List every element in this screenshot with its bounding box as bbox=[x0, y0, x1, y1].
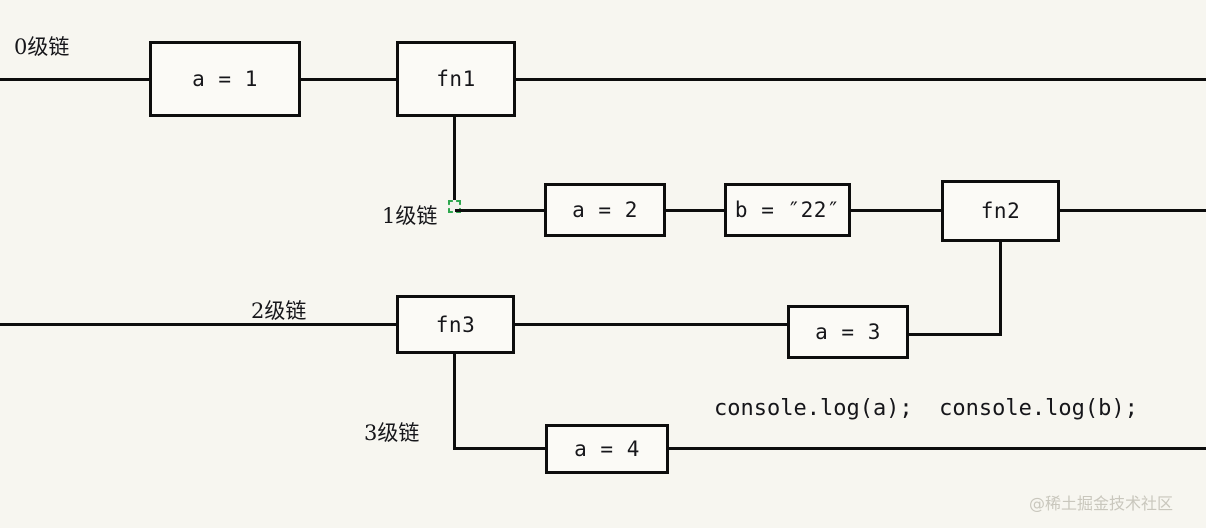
node-fn1[interactable]: fn1 bbox=[396, 41, 516, 117]
wire-fn2-right bbox=[1059, 209, 1206, 212]
annotation-console-logs: console.log(a); console.log(b); bbox=[714, 396, 1138, 421]
node-fn2[interactable]: fn2 bbox=[941, 180, 1060, 242]
wire-level0-left bbox=[0, 78, 150, 81]
node-a3[interactable]: a = 3 bbox=[787, 305, 909, 359]
wire-fn1-drop bbox=[453, 116, 456, 212]
chain-label-level0: 0级链 bbox=[14, 35, 70, 59]
node-a1[interactable]: a = 1 bbox=[149, 41, 301, 117]
wire-fn3-drop bbox=[453, 353, 456, 450]
wire-a1-to-fn1 bbox=[300, 78, 397, 81]
node-a2[interactable]: a = 2 bbox=[544, 183, 666, 237]
node-fn3[interactable]: fn3 bbox=[396, 295, 515, 354]
wire-level2-left bbox=[0, 323, 397, 326]
wire-a2-to-b22 bbox=[665, 209, 725, 212]
node-b22[interactable]: b = ″22″ bbox=[724, 183, 851, 237]
chain-label-level2: 2级链 bbox=[251, 299, 307, 323]
watermark: @稀土掘金技术社区 bbox=[1029, 494, 1174, 513]
wire-b22-to-fn2 bbox=[850, 209, 942, 212]
chain-label-level3: 3级链 bbox=[364, 421, 420, 445]
wire-level3-to-a4 bbox=[453, 447, 546, 450]
wire-a4-right bbox=[668, 447, 1206, 450]
wire-a3-to-fn2drop bbox=[908, 333, 1002, 336]
node-a4[interactable]: a = 4 bbox=[545, 424, 669, 474]
wire-fn2-drop bbox=[999, 241, 1002, 336]
chain-label-level1: 1级链 bbox=[382, 204, 438, 228]
wire-level1-to-a2 bbox=[455, 209, 545, 212]
wire-fn1-right bbox=[515, 78, 1206, 81]
wire-fn3-to-a3 bbox=[514, 323, 788, 326]
